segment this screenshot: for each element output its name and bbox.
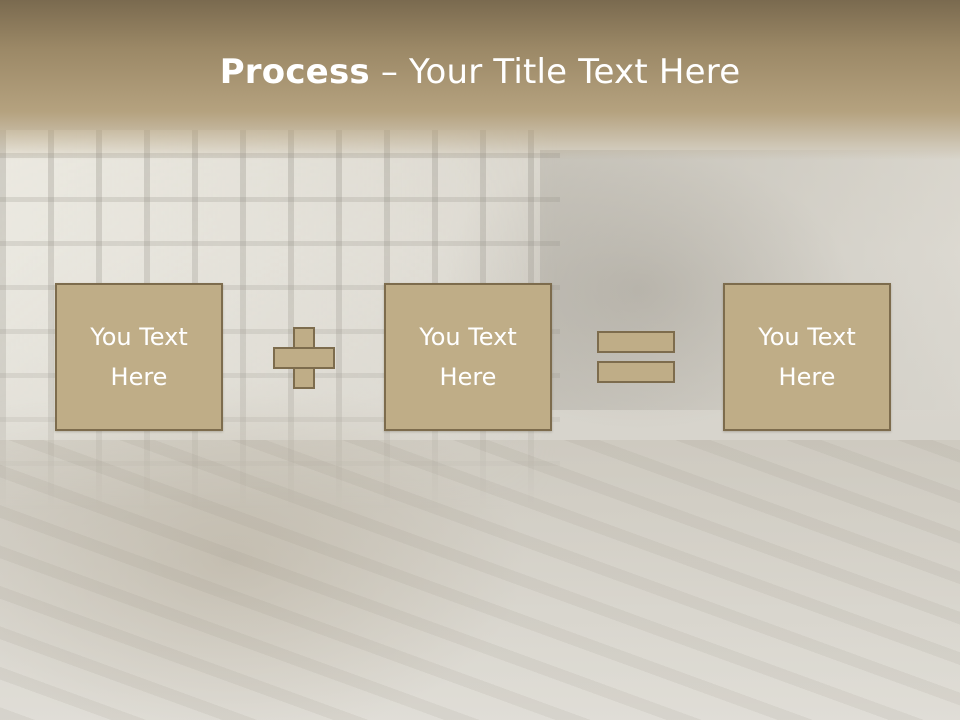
- background-floor: [0, 440, 960, 720]
- process-box-3[interactable]: You Text Here: [723, 283, 891, 431]
- process-box-1[interactable]: You Text Here: [55, 283, 223, 431]
- title-bold: Process: [219, 52, 370, 92]
- equals-bar-top: [597, 331, 675, 353]
- equals-bar-bottom: [597, 361, 675, 383]
- process-box-3-label: You Text Here: [758, 323, 856, 391]
- title-band: [0, 0, 960, 160]
- title-rest: – Your Title Text Here: [369, 52, 741, 92]
- slide-title[interactable]: Process – Your Title Text Here: [0, 52, 960, 92]
- process-box-2[interactable]: You Text Here: [384, 283, 552, 431]
- process-box-1-label: You Text Here: [90, 323, 188, 391]
- plus-icon: [273, 327, 335, 389]
- process-box-2-label: You Text Here: [419, 323, 517, 391]
